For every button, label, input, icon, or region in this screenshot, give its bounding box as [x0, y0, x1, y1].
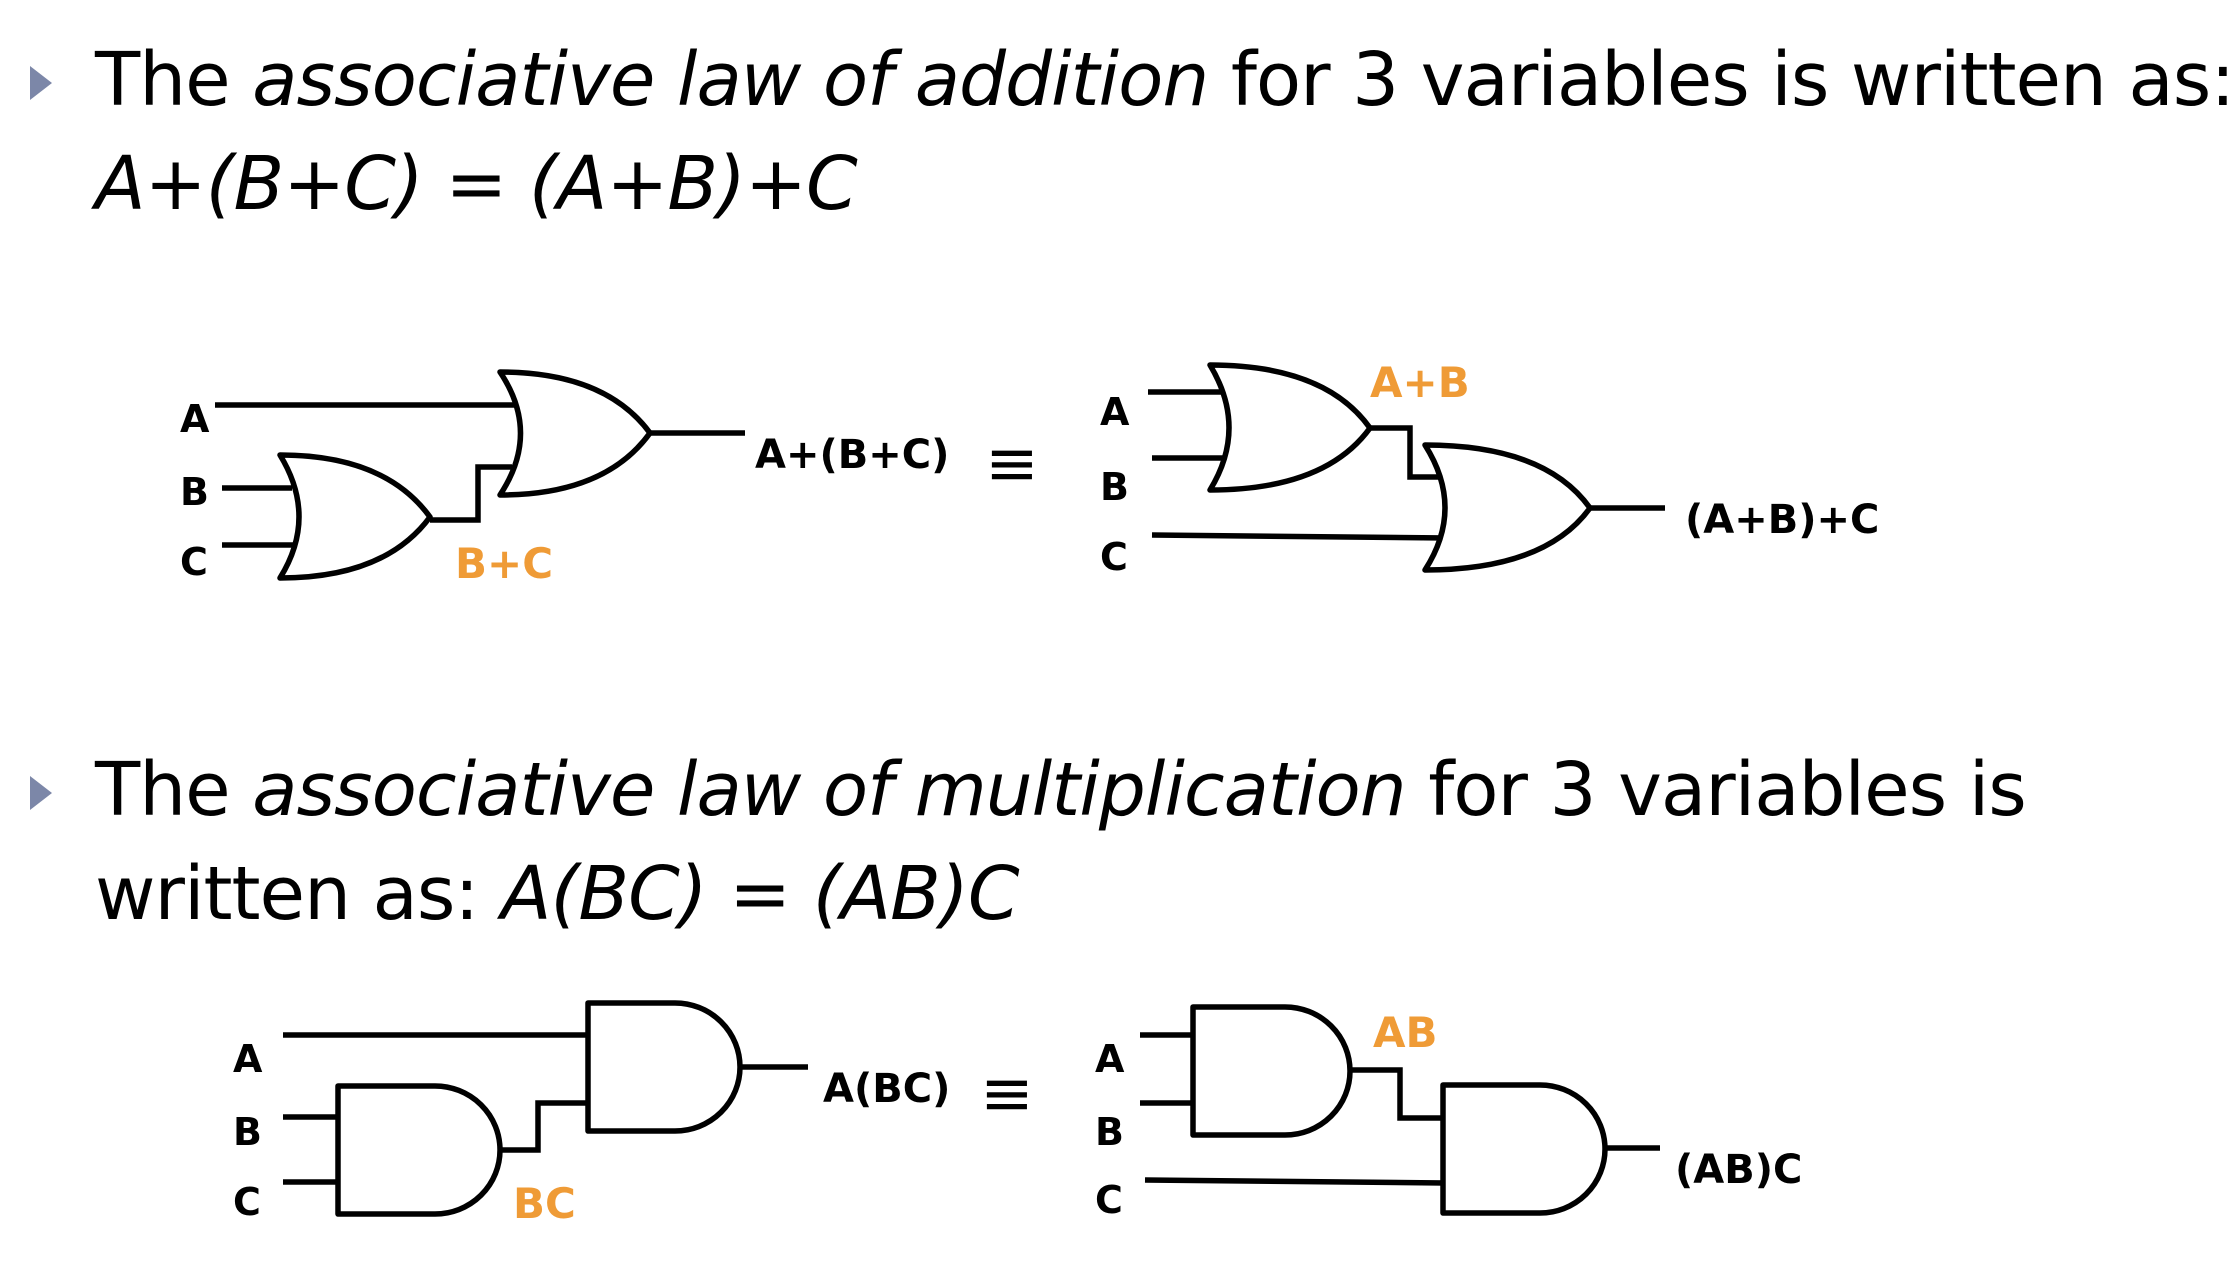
bullet-1-text-post: for 3 variables is written as:: [1208, 37, 2234, 123]
addition-formula: A+(B+C) = (A+B)+C: [95, 141, 858, 227]
and-right-circuit: A B C AB (AB)C: [1095, 1004, 1802, 1222]
or-gate-icon: [277, 452, 433, 581]
logic-diagrams: A B C B+C A+(B+C) ≡ A B C A+B (A+B)+C A …: [180, 358, 1879, 1228]
bullet-2-line-1: The associative law of multiplication fo…: [95, 742, 2027, 838]
intermediate-label: AB: [1373, 1008, 1438, 1057]
output-label: (A+B)+C: [1685, 497, 1879, 543]
bullet-2-emphasis: associative law of multiplication: [252, 747, 1407, 833]
bullet-marker: [30, 66, 52, 100]
bullet-1-line-2: A+(B+C) = (A+B)+C: [95, 136, 858, 232]
intermediate-label: A+B: [1370, 358, 1470, 407]
wire-c: [1144, 1177, 1446, 1186]
input-label-c: C: [180, 540, 208, 584]
or-left-circuit: A B C B+C A+(B+C): [180, 369, 949, 588]
intermediate-label: BC: [513, 1179, 576, 1228]
equivalence-symbol: ≡: [980, 1057, 1034, 1131]
wire-ab-to-or: [1370, 425, 1448, 480]
and-gate-icon: [1190, 1004, 1353, 1138]
intermediate-label: B+C: [455, 539, 553, 588]
and-gate-icon: [585, 1000, 743, 1134]
bullet-marker: [30, 776, 52, 810]
wire-bc-to-and: [500, 1100, 590, 1153]
bullet-1-emphasis: associative law of addition: [252, 37, 1209, 123]
input-label-b: B: [1100, 465, 1129, 509]
and-gate-icon: [335, 1083, 503, 1217]
output-label: A+(B+C): [755, 432, 949, 478]
input-label-a: A: [1100, 390, 1130, 434]
input-label-b: B: [1095, 1110, 1124, 1154]
bullet-1-line-1: The associative law of addition for 3 va…: [95, 32, 2234, 128]
and-left-circuit: A B C BC A(BC): [233, 1000, 950, 1228]
multiplication-formula: A(BC) = (AB)C: [500, 851, 1020, 937]
equivalence-symbol: ≡: [985, 427, 1039, 501]
input-label-a: A: [180, 397, 210, 441]
output-label: A(BC): [823, 1066, 950, 1112]
output-label: (AB)C: [1675, 1147, 1802, 1193]
input-label-b: B: [233, 1110, 262, 1154]
and-gate-icon: [1440, 1082, 1608, 1216]
input-label-c: C: [233, 1180, 261, 1224]
or-gate-icon: [497, 369, 653, 498]
input-label-c: C: [1095, 1178, 1123, 1222]
input-label-a: A: [233, 1037, 263, 1081]
or-right-circuit: A B C A+B (A+B)+C: [1100, 358, 1879, 579]
wire-ab-to-and: [1350, 1067, 1445, 1121]
bullet-2-line-2: written as: A(BC) = (AB)C: [95, 846, 1019, 942]
bullet-2-line-2-pre: written as:: [95, 851, 501, 937]
input-label-b: B: [180, 470, 209, 514]
bullet-2-text-pre: The: [95, 747, 253, 833]
bullet-1-text-pre: The: [95, 37, 253, 123]
wire-c: [1151, 532, 1449, 541]
wire-bc-to-or: [430, 464, 512, 523]
or-gate-icon: [1422, 442, 1593, 573]
input-label-a: A: [1095, 1037, 1125, 1081]
or-gate-icon: [1207, 362, 1373, 493]
bullet-2-text-post: for 3 variables is: [1405, 747, 2027, 833]
input-label-c: C: [1100, 535, 1128, 579]
